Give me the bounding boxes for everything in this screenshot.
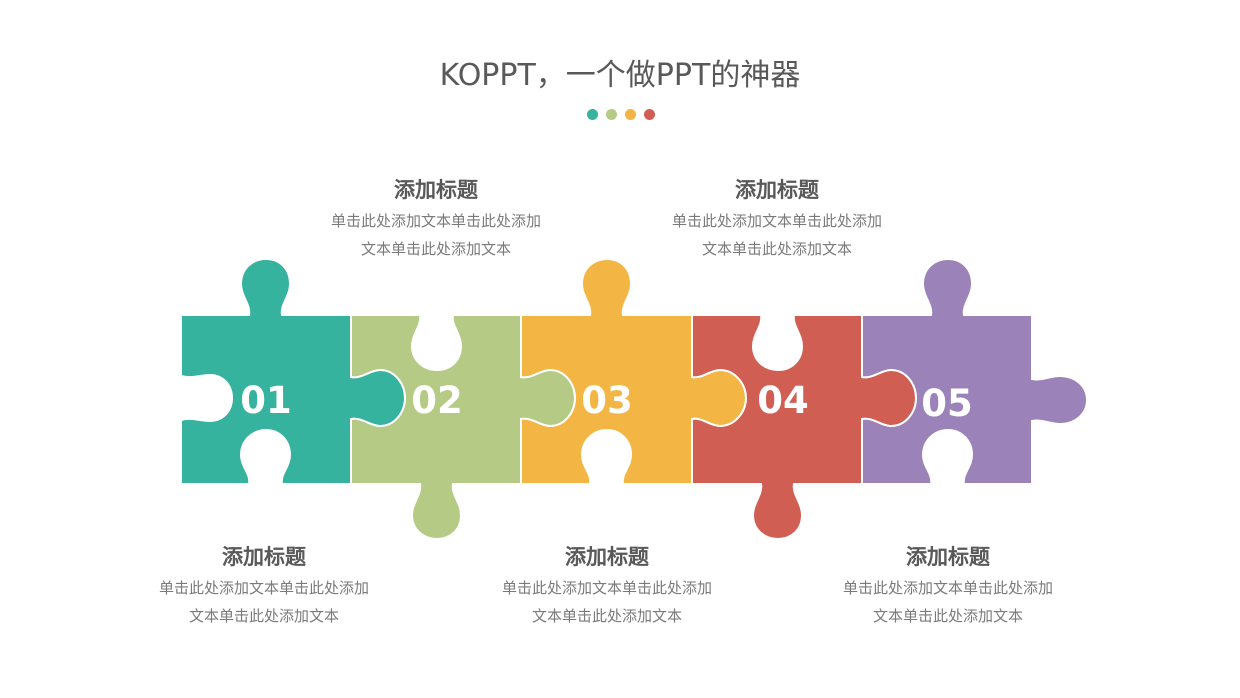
label-desc-2-line1: 单击此处添加文本单击此处添加 [330, 212, 541, 230]
puzzle-piece-5 [861, 257, 1089, 485]
puzzle-number-5: 05 [921, 382, 973, 425]
label-block-3: 添加标题 单击此处添加文本单击此处添加 文本单击此处添加文本 [457, 543, 757, 630]
label-desc-1-line2: 文本单击此处添加文本 [188, 607, 339, 625]
label-desc-3-line1: 单击此处添加文本单击此处添加 [501, 579, 712, 597]
label-heading-2: 添加标题 [394, 178, 478, 202]
title-dots [587, 109, 655, 120]
label-desc-4-line2: 文本单击此处添加文本 [701, 240, 852, 258]
label-block-2: 添加标题 单击此处添加文本单击此处添加 文本单击此处添加文本 [286, 176, 586, 263]
label-desc-2-line2: 文本单击此处添加文本 [360, 240, 511, 258]
label-desc-1-line1: 单击此处添加文本单击此处添加 [158, 579, 369, 597]
label-block-5: 添加标题 单击此处添加文本单击此处添加 文本单击此处添加文本 [798, 543, 1098, 630]
dot-3 [625, 109, 636, 120]
dot-4 [644, 109, 655, 120]
dot-1 [587, 109, 598, 120]
label-block-1: 添加标题 单击此处添加文本单击此处添加 文本单击此处添加文本 [114, 543, 414, 630]
label-block-4: 添加标题 单击此处添加文本单击此处添加 文本单击此处添加文本 [627, 176, 927, 263]
puzzle-number-1: 01 [240, 379, 292, 422]
dot-2 [606, 109, 617, 120]
label-heading-4: 添加标题 [735, 178, 819, 202]
label-desc-4-line1: 单击此处添加文本单击此处添加 [671, 212, 882, 230]
label-desc-5-line2: 文本单击此处添加文本 [872, 607, 1023, 625]
puzzle-number-2: 02 [411, 379, 463, 422]
puzzle-number-3: 03 [581, 379, 633, 422]
label-desc-3-line2: 文本单击此处添加文本 [531, 607, 682, 625]
label-heading-1: 添加标题 [222, 545, 306, 569]
label-desc-5-line1: 单击此处添加文本单击此处添加 [842, 579, 1053, 597]
puzzle-number-4: 04 [757, 379, 809, 422]
label-heading-5: 添加标题 [906, 545, 990, 569]
label-heading-3: 添加标题 [565, 545, 649, 569]
slide-title: KOPPT，一个做PPT的神器 [439, 58, 801, 93]
